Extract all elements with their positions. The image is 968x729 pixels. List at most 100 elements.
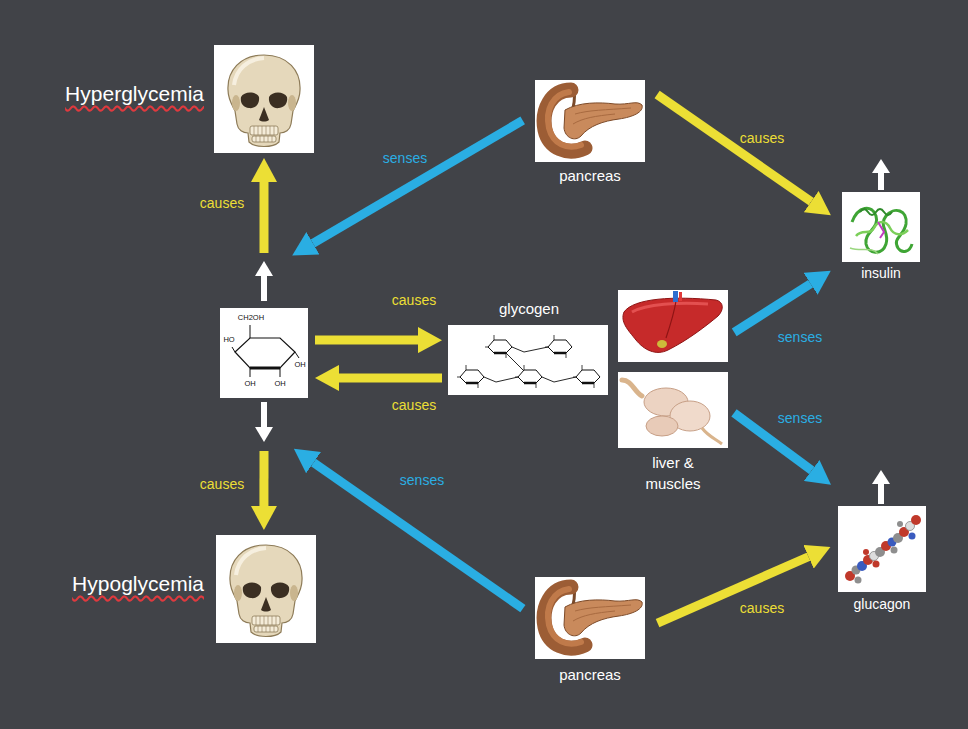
tissue-box: liver & muscles [616,288,730,498]
level-arrow [872,159,890,173]
skull-illustration [216,535,316,643]
arrow-connector [658,557,809,623]
arrow-connector [260,182,269,253]
muscle-illustration [646,416,678,436]
level-arrow [255,159,890,504]
glucagon-illustration [863,549,869,555]
arrow-connector [259,451,268,506]
connector-label: senses [776,410,824,427]
level-arrow [261,402,267,428]
liver-illustration [657,340,667,348]
level-arrow [261,274,267,301]
liver-illustration [673,291,678,302]
insulin-illustration [878,222,884,238]
connector-label: senses [398,472,446,489]
connector-label: causes [198,195,246,212]
muscle-illustration [618,372,728,448]
insulin-illustration [842,192,920,262]
glucagon-illustration [873,561,880,568]
muscle-illustration [702,428,722,444]
liver-illustration [618,290,728,362]
pancreas-illustration [535,577,645,659]
hormone-box: insulin [835,158,927,286]
connector-label: causes [390,397,438,414]
glycogen-illustration [448,325,608,395]
connector-group [264,95,812,624]
insulin-illustration [860,209,892,215]
tissue-label: liver & muscles [631,452,715,494]
arrow-connector [314,463,523,609]
organ-label: pancreas [528,167,652,185]
insulin-illustration [852,208,912,252]
liver-illustration [623,298,722,352]
glycogen-illustration [573,365,600,388]
glucagon-illustration [891,547,898,554]
connector-label: causes [738,130,786,147]
level-arrow [878,482,884,504]
glucose-illustration [220,308,308,398]
organ-label: pancreas [528,666,652,684]
liver-illustration [618,290,728,362]
glucose-illustration [235,338,295,368]
connector-label: senses [381,150,429,167]
glucagon-illustration [911,515,921,525]
arrow-connector [315,335,418,344]
connector-label: causes [738,600,786,617]
glucagon-illustration [897,521,903,527]
atom-label: OH [293,361,307,369]
condition-heading: Hyperglycemia [65,81,204,106]
muscle-illustration [618,372,728,448]
organ-box: pancreas [527,78,653,192]
arrow-connector [339,373,442,382]
glucose-illustration [232,325,299,377]
hormone-label: glucagon [836,596,928,613]
level-arrow [878,171,884,190]
glycogen-box: glycogen [447,298,611,396]
glycogen-illustration [515,365,542,388]
arrow-connector [734,284,810,333]
skull-box: Hypoglycemia [214,535,318,643]
organ-box: pancreas [527,575,653,689]
condition-heading: Hypoglycemia [72,571,204,596]
atom-label: OH [273,380,287,388]
connector-label: senses [776,329,824,346]
atom-label: OH [243,380,257,388]
glycogen-illustration [545,335,572,358]
glycogen-illustration [448,325,608,395]
connector-label: causes [198,476,246,493]
glucagon-illustration [855,577,862,584]
glucagon-illustration [838,506,926,592]
glucagon-illustration [838,506,926,592]
connector-label: causes [390,292,438,309]
hormone-box: glucagon [835,468,929,620]
arrow-connector [313,120,523,243]
arrow-connector [657,95,811,202]
glucose-box: CH2OH HO OH OH OH [218,258,310,446]
liver-illustration [679,292,682,301]
insulin-illustration [850,248,878,254]
liver-illustration [632,303,708,312]
atom-label: CH2OH [236,314,266,322]
level-arrow [255,261,273,276]
glucose-illustration [220,308,308,398]
liver-illustration [666,301,676,338]
glucagon-illustration [909,533,916,540]
level-arrow [255,427,273,442]
skull-illustration [214,45,314,153]
glucose-illustration [250,367,280,370]
atom-label: HO [222,336,236,344]
glucagon-illustration [850,520,916,576]
glycogen-illustration [457,365,484,388]
muscle-illustration [622,380,642,396]
hormone-label: insulin [836,265,926,282]
molecule-label: glycogen [448,300,610,318]
glycogen-illustration [484,347,576,382]
insulin-illustration [842,192,920,262]
level-arrow [872,470,890,484]
skull-box: Hyperglycemia [214,45,314,153]
